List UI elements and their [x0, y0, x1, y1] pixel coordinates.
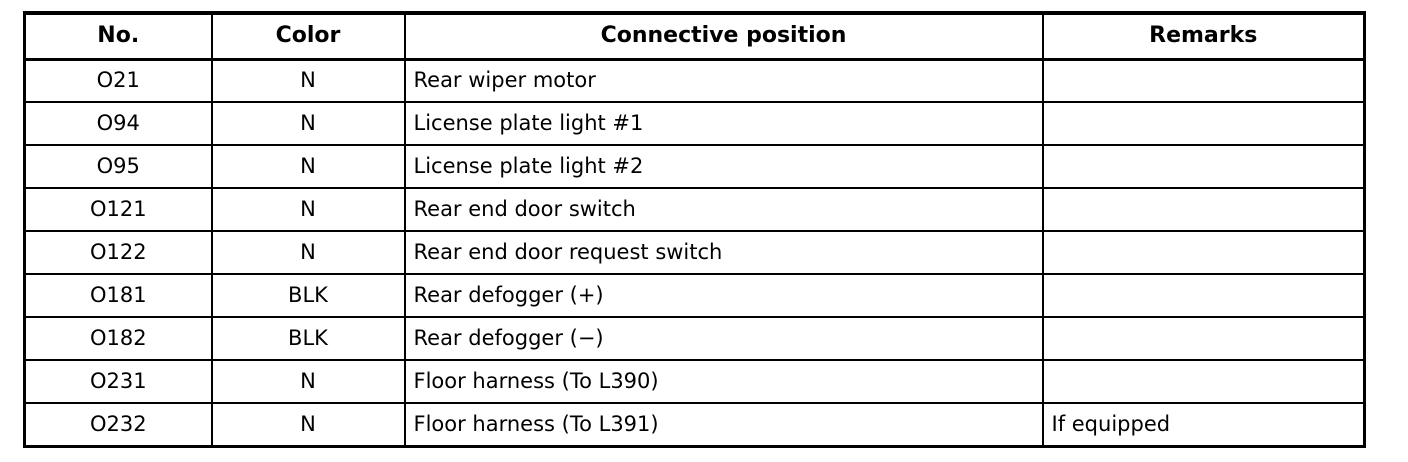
connector-table: No. Color Connective position Remarks O2… — [23, 11, 1366, 448]
cell-remarks — [1041, 101, 1366, 146]
column-header-remarks: Remarks — [1041, 11, 1366, 61]
cell-connective-position: Rear end door switch — [403, 187, 1044, 232]
cell-connective-position: Rear end door request switch — [403, 230, 1044, 275]
cell-connective-position: Rear wiper motor — [403, 58, 1044, 103]
cell-remarks — [1041, 58, 1366, 103]
cell-remarks — [1041, 359, 1366, 404]
cell-no: O182 — [23, 316, 213, 361]
cell-no: O181 — [23, 273, 213, 318]
cell-connective-position: License plate light #2 — [403, 144, 1044, 189]
cell-color: BLK — [210, 273, 406, 318]
cell-no: O121 — [23, 187, 213, 232]
column-header-color: Color — [210, 11, 406, 61]
cell-color: N — [210, 402, 406, 448]
cell-no: O232 — [23, 402, 213, 448]
cell-remarks — [1041, 273, 1366, 318]
cell-connective-position: Floor harness (To L390) — [403, 359, 1044, 404]
column-header-position: Connective position — [403, 11, 1044, 61]
cell-connective-position: Rear defogger (+) — [403, 273, 1044, 318]
cell-color: N — [210, 58, 406, 103]
cell-no: O122 — [23, 230, 213, 275]
cell-no: O21 — [23, 58, 213, 103]
cell-color: N — [210, 359, 406, 404]
column-header-no: No. — [23, 11, 213, 61]
table-header: No. Color Connective position Remarks — [23, 11, 1366, 61]
cell-remarks — [1041, 230, 1366, 275]
cell-remarks — [1041, 187, 1366, 232]
cell-connective-position: Rear defogger (−) — [403, 316, 1044, 361]
cell-color: N — [210, 101, 406, 146]
header-row: No. Color Connective position Remarks — [23, 11, 1366, 61]
cell-remarks — [1041, 316, 1366, 361]
cell-no: O231 — [23, 359, 213, 404]
cell-remarks: If equipped — [1041, 402, 1366, 448]
cell-remarks — [1041, 144, 1366, 189]
cell-no: O94 — [23, 101, 213, 146]
cell-connective-position: Floor harness (To L391) — [403, 402, 1044, 448]
cell-no: O95 — [23, 144, 213, 189]
cell-color: BLK — [210, 316, 406, 361]
cell-color: N — [210, 230, 406, 275]
cell-color: N — [210, 187, 406, 232]
cell-color: N — [210, 144, 406, 189]
cell-connective-position: License plate light #1 — [403, 101, 1044, 146]
